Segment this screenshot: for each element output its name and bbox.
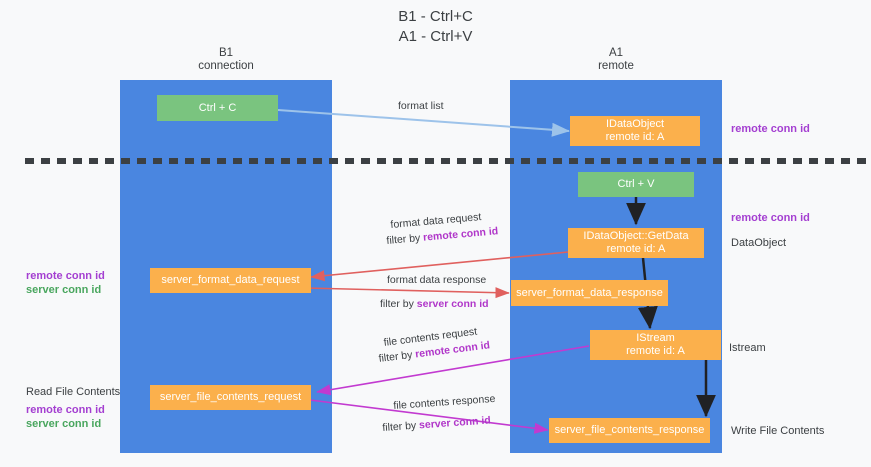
annotation-right-remote-conn-id-top: remote conn id xyxy=(731,123,810,135)
column-header-a1: A1 remote xyxy=(598,47,634,72)
box-server-format-data-request[interactable]: server_format_data_request xyxy=(150,268,311,293)
box-idataobject-getdata[interactable]: IDataObject::GetData remote id: A xyxy=(568,228,704,258)
edge-label-format-data-response-filter: filter by server conn id xyxy=(380,298,489,311)
edge-label-file-contents-response: file contents response xyxy=(393,392,496,412)
annotation-left-server-conn-id-mid: server conn id xyxy=(26,284,102,296)
filter-key-server-conn-id-1: server conn id xyxy=(416,298,489,310)
page-title: B1 - Ctrl+C A1 - Ctrl+V xyxy=(398,8,473,45)
edge-label-format-data-response: format data response xyxy=(387,274,487,286)
annotation-right-remote-conn-id-mid: remote conn id xyxy=(731,212,810,224)
box-ctrl-c[interactable]: Ctrl + C xyxy=(157,95,278,121)
annotation-right-dataobject: DataObject xyxy=(731,237,787,249)
arrow-format-data-response xyxy=(305,287,510,299)
annotation-left-server-conn-id-bottom: server conn id xyxy=(26,418,102,430)
filter-key-server-conn-id-2: server conn id xyxy=(418,414,492,432)
filter-prefix-4: filter by xyxy=(382,419,420,434)
box-server-file-contents-request[interactable]: server_file_contents_request xyxy=(150,385,311,410)
box-ctrl-v[interactable]: Ctrl + V xyxy=(578,172,694,197)
filter-prefix-1: filter by xyxy=(386,231,424,247)
annotation-right-write-file-contents: Write File Contents xyxy=(731,425,825,437)
edge-label-file-contents-response-filter: filter by server conn id xyxy=(382,414,491,435)
column-header-b1: B1 connection xyxy=(198,47,254,72)
box-idataobject[interactable]: IDataObject remote id: A xyxy=(570,116,700,146)
filter-prefix-3: filter by xyxy=(378,348,416,365)
box-istream[interactable]: IStream remote id: A xyxy=(590,330,721,360)
filter-prefix-2: filter by xyxy=(380,298,417,310)
box-server-format-data-response[interactable]: server_format_data_response xyxy=(511,280,668,306)
annotation-left-remote-conn-id-mid: remote conn id xyxy=(26,270,105,282)
annotation-left-read-file-contents: Read File Contents xyxy=(26,386,121,398)
edge-label-format-list: format list xyxy=(398,100,444,112)
annotation-left-remote-conn-id-bottom: remote conn id xyxy=(26,404,105,416)
annotation-right-istream: Istream xyxy=(729,342,766,354)
box-server-file-contents-response[interactable]: server_file_contents_response xyxy=(549,418,710,443)
